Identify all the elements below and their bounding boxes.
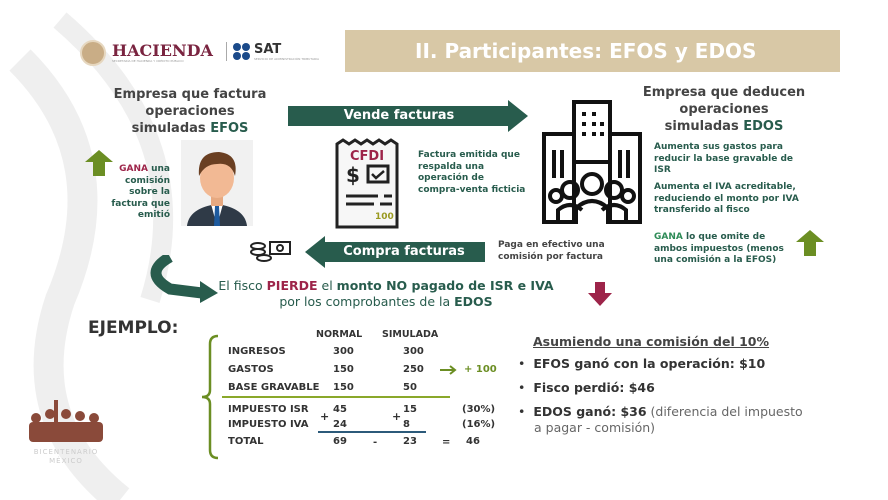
arrow-left-head-icon — [305, 236, 325, 268]
gana-rest: una comisión sobre la factura que emitió — [111, 164, 170, 220]
curved-arrow-icon — [150, 255, 218, 303]
col-simulada: SIMULADA — [382, 329, 439, 340]
edos-point-2: Aumenta el IVA acreditable, reduciendo e… — [654, 182, 799, 215]
edos-gana-text: GANA lo que omite de ambos impuestos (me… — [654, 232, 790, 267]
row-normal: 300 — [333, 346, 354, 357]
row-label: INGRESOS — [228, 346, 286, 357]
ejemplo-title: EJEMPLO: — [88, 318, 179, 338]
cfdi-amount: 100 — [375, 212, 394, 222]
summary-item: • Fisco perdió: $46 — [518, 380, 655, 395]
bicentenario-text: BICENTENARIO MÉXICO — [33, 448, 99, 465]
hacienda-subtext: SECRETARÍA DE HACIENDA Y CRÉDITO PÚBLICO — [112, 59, 184, 63]
summary-text: Fisco perdió: $46 — [533, 380, 655, 395]
summary-text: EDOS ganó: $36 — [533, 404, 647, 419]
divider-blue — [318, 431, 426, 433]
fisco-pierde: PIERDE — [266, 278, 318, 293]
row-normal: 150 — [333, 382, 354, 393]
divider-green — [222, 396, 450, 398]
arrow-right-icon — [440, 365, 457, 375]
fisco-part: El fisco — [218, 278, 267, 293]
row-normal: 45 — [333, 404, 347, 415]
fisco-edos: EDOS — [454, 294, 493, 309]
edos-point-1: Aumenta sus gastos para reducir la base … — [654, 142, 793, 175]
row-simulada: 300 — [403, 346, 424, 357]
row-simulada: 8 — [403, 419, 410, 430]
row-simulada: 50 — [403, 382, 417, 393]
edos-title: Empresa que deducen operaciones simulada… — [628, 84, 820, 135]
vende-facturas-arrow: Vende facturas — [288, 106, 510, 126]
compra-facturas-arrow: Compra facturas — [323, 242, 485, 262]
cfdi-invoice-icon: CFDI$ — [335, 138, 399, 229]
edos-title-line: Empresa que deducen — [642, 85, 806, 100]
svg-text:$: $ — [346, 163, 360, 187]
fisco-monto: monto NO pagado de ISR e IVA — [336, 278, 554, 293]
fisco-text: El fisco PIERDE el monto NO pagado de IS… — [190, 278, 582, 310]
row-simulada: 23 — [403, 436, 417, 447]
edos-accent: EDOS — [743, 119, 784, 134]
efos-avatar — [181, 140, 253, 226]
row-note: (30%) — [462, 404, 496, 415]
efos-title-line: simuladas — [131, 121, 211, 136]
summary-title: Asumiendo una comisión del 10% — [533, 334, 770, 349]
gana-rest: lo que omite de ambos impuestos (menos u… — [654, 232, 784, 265]
plus-sign: + — [392, 410, 402, 423]
row-note: (16%) — [462, 419, 496, 430]
seal-icon — [80, 40, 106, 66]
sat-text: SAT — [254, 42, 282, 57]
row-simulada: 250 — [403, 364, 424, 375]
money-coins-icon — [250, 241, 291, 262]
equals-sign: = — [442, 437, 451, 448]
efos-title-line: Empresa que factura — [113, 87, 267, 102]
up-arrow-icon — [85, 150, 113, 176]
row-label: BASE GRAVABLE — [228, 382, 320, 393]
row-simulada: 15 — [403, 404, 417, 415]
cfdi-label: CFDI — [350, 149, 384, 164]
vende-label: Vende facturas — [343, 108, 455, 123]
building-people-icon — [542, 100, 642, 224]
paga-text: Paga en efectivo una comisión por factur… — [498, 240, 605, 262]
page-title: II. Participantes: EFOS y EDOS — [345, 30, 840, 72]
gana-label: GANA — [654, 232, 683, 242]
summary-note: (diferencia del impuesto a pagar - comis… — [534, 404, 803, 435]
heroes-illustration-icon — [29, 400, 103, 442]
row-normal: 150 — [333, 364, 354, 375]
down-arrow-icon — [588, 282, 612, 306]
summary-text: EFOS ganó con la operación: $10 — [533, 356, 766, 371]
plus-sign: + — [320, 410, 330, 423]
efos-title-line: operaciones — [145, 104, 235, 119]
row-note: + 100 — [464, 364, 497, 375]
hacienda-text: HACIENDA — [112, 41, 213, 60]
fisco-part: por los comprobantes de la — [279, 294, 455, 309]
summary-item: • EDOS ganó: $36 (diferencia del impuest… — [518, 404, 803, 435]
efos-accent: EFOS — [210, 121, 249, 136]
row-note: 46 — [466, 436, 480, 447]
col-normal: NORMAL — [316, 329, 363, 340]
efos-gana-text: GANA una comisión sobre la factura que e… — [100, 164, 170, 222]
fisco-part: el — [317, 278, 337, 293]
row-label: IMPUESTO IVA — [228, 419, 309, 430]
bracket-icon — [201, 334, 219, 460]
gana-label: GANA — [119, 164, 148, 174]
sat-dots-icon — [233, 43, 250, 60]
businessman-icon — [187, 152, 247, 226]
row-label: TOTAL — [228, 436, 264, 447]
edos-title-line: operaciones — [679, 102, 769, 117]
row-label: GASTOS — [228, 364, 274, 375]
edos-title-line: simuladas — [664, 119, 744, 134]
row-normal: 69 — [333, 436, 347, 447]
summary-item: • EFOS ganó con la operación: $10 — [518, 356, 766, 371]
arrow-right-head-icon — [508, 100, 528, 132]
up-arrow-icon — [796, 230, 824, 256]
compra-label: Compra facturas — [343, 244, 465, 259]
efos-title: Empresa que factura operaciones simulada… — [95, 86, 285, 137]
row-label: IMPUESTO ISR — [228, 404, 309, 415]
bicentenario-logo: BICENTENARIO MÉXICO — [20, 400, 112, 480]
sat-subtext: SERVICIO DE ADMINISTRACIÓN TRIBUTARIA — [254, 57, 320, 61]
cfdi-description: Factura emitida que respalda una operaci… — [418, 150, 526, 195]
minus-sign: - — [373, 437, 378, 448]
row-normal: 24 — [333, 419, 347, 430]
